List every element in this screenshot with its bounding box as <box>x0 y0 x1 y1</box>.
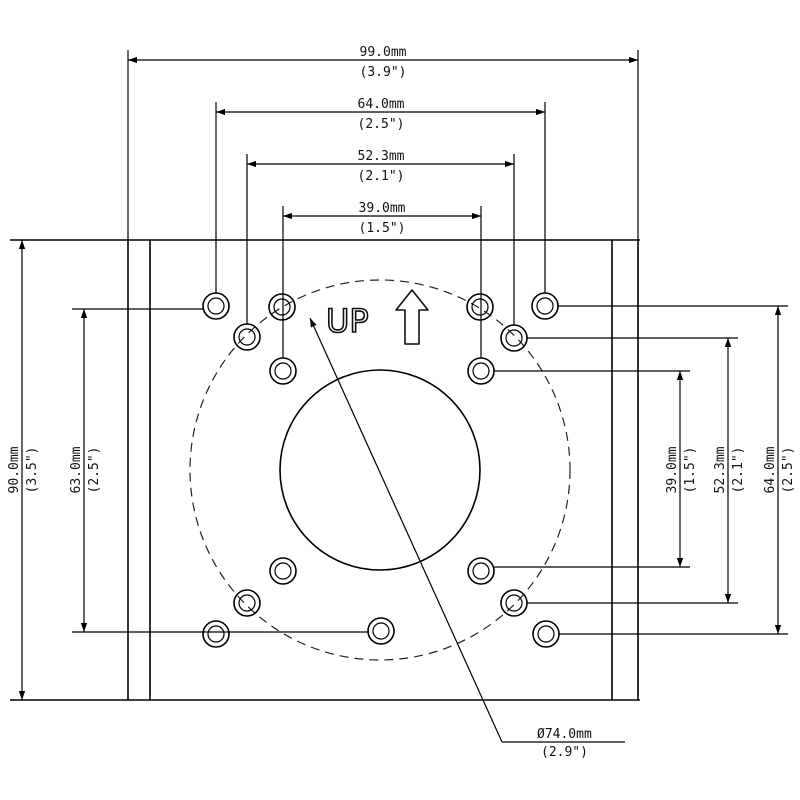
dim-overall-width-mm: 99.0mm <box>360 45 407 60</box>
hole <box>532 620 560 648</box>
dim-hole-52-mm: 52.3mm <box>358 149 405 164</box>
hole <box>500 589 528 617</box>
hole <box>269 557 297 585</box>
dim-overall-height-in: (3.5") <box>25 447 40 494</box>
mounting-holes <box>202 292 560 648</box>
dim-right-39-mm: 39.0mm <box>665 446 680 493</box>
dim-left-63: 63.0mm (2.5") <box>69 308 368 633</box>
hole <box>268 293 296 321</box>
dim-right-64: 64.0mm (2.5") <box>558 305 796 635</box>
hole <box>202 620 230 648</box>
hole <box>531 292 559 320</box>
up-label: UP <box>326 302 369 340</box>
dim-hole-52-in: (2.1") <box>358 169 405 184</box>
dim-overall-width: 99.0mm (3.9") <box>127 45 639 240</box>
center-hole <box>279 369 481 571</box>
hole <box>202 292 230 320</box>
dim-hole-52-horizontal: 52.3mm (2.1") <box>246 149 515 325</box>
hole <box>467 357 495 385</box>
up-arrow-icon <box>395 289 429 345</box>
dim-overall-height: 90.0mm (3.5") <box>7 240 40 700</box>
dim-diameter-in: (2.9") <box>541 745 588 760</box>
dim-right-52-in: (2.1") <box>731 447 746 494</box>
dim-right-39-in: (1.5") <box>683 447 698 494</box>
dim-diameter: Ø74.0mm (2.9") <box>309 317 625 760</box>
hole <box>233 589 261 617</box>
dim-right-64-in: (2.5") <box>781 447 796 494</box>
dim-right-52-mm: 52.3mm <box>713 446 728 493</box>
plate-outline <box>10 239 640 701</box>
dim-hole-64-horizontal: 64.0mm (2.5") <box>215 97 546 293</box>
dim-hole-39-horizontal: 39.0mm (1.5") <box>282 201 482 358</box>
dim-right-64-mm: 64.0mm <box>763 446 778 493</box>
dim-hole-39-in: (1.5") <box>359 221 406 236</box>
dim-overall-height-mm: 90.0mm <box>7 446 22 493</box>
hole <box>500 324 528 352</box>
dim-right-52: 52.3mm (2.1") <box>527 337 746 604</box>
hole <box>466 293 494 321</box>
hole <box>269 357 297 385</box>
hole <box>367 617 395 645</box>
dim-hole-64-mm: 64.0mm <box>358 97 405 112</box>
dim-left-63-in: (2.5") <box>87 447 102 494</box>
dim-right-39: 39.0mm (1.5") <box>494 370 698 568</box>
dim-hole-39-mm: 39.0mm <box>359 201 406 216</box>
dim-diameter-mm: Ø74.0mm <box>537 727 592 742</box>
bolt-circle-dashed <box>189 279 571 661</box>
hole <box>467 557 495 585</box>
hole <box>233 323 261 351</box>
dim-overall-width-in: (3.9") <box>360 65 407 80</box>
dim-left-63-mm: 63.0mm <box>69 446 84 493</box>
dim-hole-64-in: (2.5") <box>358 117 405 132</box>
